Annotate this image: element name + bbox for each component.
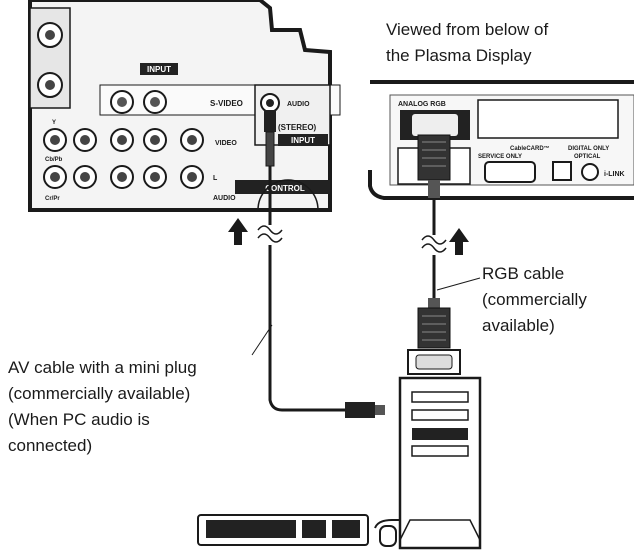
- rca-jack-core: [187, 135, 197, 145]
- input-label-box: [140, 63, 178, 75]
- cablecard-label: CableCARD™: [510, 145, 550, 152]
- crpr-label: Cr/Pr: [45, 196, 60, 202]
- up-arrow-icon: [449, 228, 469, 255]
- keyboard-keys-nav: [302, 520, 326, 538]
- input-label-2: INPUT: [291, 136, 315, 145]
- cbpb-label: Cb/Pb: [45, 157, 63, 163]
- audio-label: AUDIO: [287, 101, 310, 108]
- rca-jack-core: [150, 135, 160, 145]
- drive-bay: [411, 409, 469, 421]
- break-mark: [421, 235, 447, 245]
- av-leader-line: [251, 324, 273, 356]
- rca-jack-core: [50, 172, 60, 182]
- break-mark: [257, 225, 283, 235]
- stereo-label: (STEREO): [278, 123, 317, 132]
- svideo-label: S-VIDEO: [210, 99, 243, 108]
- display-edge-bottom: [368, 170, 634, 200]
- analog-rgb-port: [412, 114, 458, 136]
- ilink-label: i-LINK: [604, 171, 625, 178]
- svideo-jack-core: [117, 97, 127, 107]
- optical-port: [552, 161, 572, 181]
- y-label: Y: [52, 120, 56, 126]
- control-port-arc: [257, 179, 319, 211]
- rca-jack-core: [117, 135, 127, 145]
- rgb-plug-lower: [417, 307, 451, 349]
- mini-jack-core: [266, 99, 274, 107]
- l-label: L: [213, 175, 218, 182]
- rgb-cable-label-line2: (commercially: [482, 290, 587, 309]
- cables: [257, 166, 461, 529]
- drive-bay: [411, 391, 469, 403]
- service-port: [484, 161, 536, 183]
- av-cable-label-line2: (commercially available): [8, 384, 191, 403]
- rca-jack-core: [187, 172, 197, 182]
- av-cable-lower: [268, 245, 345, 412]
- break-mark: [257, 233, 283, 243]
- svideo-jack-core: [150, 97, 160, 107]
- keyboard-cable: [374, 519, 400, 529]
- mini-plug-body: [264, 110, 276, 132]
- up-arrow-icon: [228, 218, 248, 245]
- rca-jack-core: [45, 30, 55, 40]
- rca-jack-core: [45, 80, 55, 90]
- rca-jack-core: [80, 135, 90, 145]
- av-rear-panel: INPUT S-VIDEO AUDIO (STEREO) INPUT CONTR…: [28, 0, 341, 212]
- control-label: CONTROL: [265, 184, 305, 193]
- control-label-box: [235, 180, 330, 194]
- audio2-label: AUDIO: [213, 195, 236, 202]
- view-caption-line1: Viewed from below of: [386, 20, 549, 39]
- keyboard-keys-main: [206, 520, 296, 538]
- av-cable-label-line3: (When PC audio is: [8, 410, 150, 429]
- input-label: INPUT: [147, 65, 171, 74]
- rgb-plug-lower-neck: [428, 298, 440, 310]
- drive-bay: [411, 445, 469, 457]
- rgb-leader-line: [436, 277, 481, 291]
- keyboard-icon: [197, 514, 369, 546]
- mini-plug-pc: [345, 402, 375, 418]
- av-cable-label-line1: AV cable with a mini plug: [8, 358, 197, 377]
- pc-tower-icon: [398, 376, 482, 550]
- pc-vga-port: [415, 354, 453, 370]
- rca-jack-core: [50, 135, 60, 145]
- view-caption-line2: the Plasma Display: [386, 46, 532, 65]
- av-cable-label-line4: connected): [8, 436, 93, 455]
- rca-jack-core: [117, 172, 127, 182]
- pc-base: [399, 519, 481, 541]
- drive-bay-dark: [412, 428, 468, 440]
- analog-rgb-label: ANALOG RGB: [398, 101, 446, 108]
- optical-label: OPTICAL: [574, 154, 601, 160]
- rgb-cable-label-line1: RGB cable: [482, 264, 565, 283]
- digital-only-label: DIGITAL ONLY: [568, 146, 609, 152]
- plasma-underside-panel: ANALOG RGB CableCARD™ DIGITAL ONLY SERVI…: [368, 80, 634, 200]
- ilink-port: [581, 163, 599, 181]
- rca-jack-core: [80, 172, 90, 182]
- break-mark: [421, 243, 447, 253]
- pc-tower-body: [398, 376, 482, 550]
- video-label: VIDEO: [215, 140, 237, 147]
- mini-plug-sleeve: [265, 131, 275, 167]
- keyboard-keys-num: [332, 520, 360, 538]
- rca-jack-core: [150, 172, 160, 182]
- jack-grid: [43, 128, 204, 189]
- mouse-icon: [379, 525, 397, 547]
- card-slot: [477, 99, 619, 139]
- mini-plug-pc-tip: [375, 405, 385, 415]
- service-only-label: SERVICE ONLY: [478, 154, 522, 160]
- rgb-plug-neck: [428, 180, 440, 198]
- rgb-cable-label-line3: available): [482, 316, 555, 335]
- input-label-box-2: [278, 134, 328, 146]
